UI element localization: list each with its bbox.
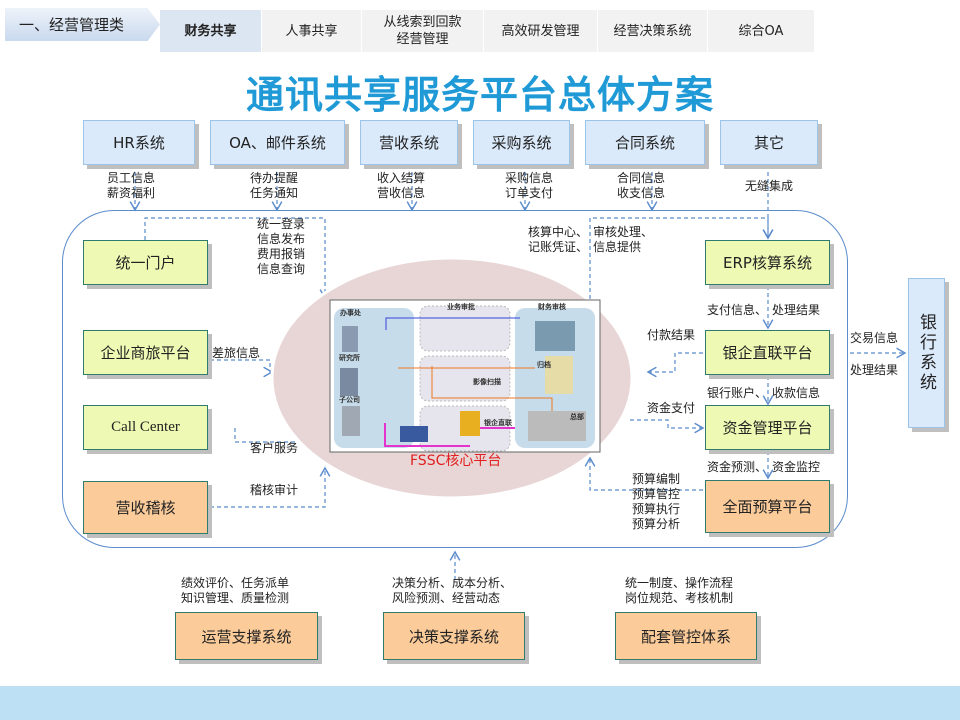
fund-budget-info-left: 资金预测、: [707, 460, 768, 474]
footer-band: [0, 686, 960, 720]
core-part-hq: 总部: [570, 413, 584, 421]
core-part-institute: 研究所: [339, 354, 360, 362]
bank-info-transaction: 交易信息: [850, 331, 899, 345]
other-system: 其它: [720, 120, 818, 165]
bank-info-result: 处理结果: [850, 363, 899, 377]
fssc-core-label: FSSC核心平台: [410, 453, 502, 469]
tab-decision[interactable]: 经营决策系统: [598, 10, 708, 52]
fund-management-platform: 资金管理平台: [705, 405, 830, 450]
fund-budget-info-right: 资金监控: [772, 460, 821, 474]
revenue-audit: 营收稽核: [83, 481, 208, 534]
revenue-system: 营收系统: [360, 120, 458, 165]
travel-info: 差旅信息: [212, 346, 261, 360]
core-part-approval: 业务审批: [447, 303, 475, 311]
tab-oa[interactable]: 综合OA: [708, 10, 815, 52]
call-center: Call Center: [83, 405, 208, 450]
erp-info-right: 审核处理、信息提供: [593, 225, 654, 254]
travel-platform: 企业商旅平台: [83, 330, 208, 375]
contract-system: 合同系统: [585, 120, 705, 165]
control-system: 配套管控体系: [615, 612, 757, 660]
hr-system: HR系统: [83, 120, 195, 165]
budget-platform: 全面预算平台: [705, 480, 830, 533]
oa-info: 待办提醒任务通知: [250, 171, 299, 200]
decision-info: 决策分析、成本分析、风险预测、经营动态: [392, 576, 513, 605]
core-part-scan: 影像扫描: [473, 378, 501, 386]
tab-rd[interactable]: 高效研发管理: [484, 10, 598, 52]
budget-info: 预算编制预算管控预算执行预算分析: [632, 472, 681, 531]
erp-bank-info-right: 处理结果: [772, 303, 821, 317]
revenue-info: 收入结算营收信息: [377, 171, 426, 200]
portal-info: 统一登录信息发布费用报销信息查询: [257, 217, 306, 276]
core-part-finance-review: 财务审核: [538, 303, 566, 311]
page-title: 通讯共享服务平台总体方案: [245, 73, 714, 117]
callcenter-info: 客户服务: [250, 441, 299, 455]
bank-connect-platform: 银企直联平台: [705, 330, 830, 375]
erp-bank-info-left: 支付信息、: [707, 303, 768, 317]
erp-system: ERP核算系统: [705, 240, 830, 285]
decision-support-system: 决策支撑系统: [383, 612, 525, 660]
platform-boundary: [62, 210, 848, 548]
tab-lead-to-cash[interactable]: 从线索到回款经营管理: [362, 10, 484, 52]
bank-system: 银行系统: [908, 278, 945, 428]
category-label[interactable]: 一、经营管理类: [5, 8, 160, 41]
unified-portal: 统一门户: [83, 240, 208, 285]
core-part-subsidiary: 子公司: [339, 396, 360, 404]
core-part-office: 办事处: [340, 309, 361, 317]
bank-fund-info-right: 收款信息: [772, 386, 821, 400]
tab-finance-share[interactable]: 财务共享: [160, 10, 262, 52]
erp-info-left: 核算中心、记账凭证、: [528, 225, 589, 254]
fund-pay: 资金支付: [647, 401, 696, 415]
contract-info: 合同信息收支信息: [617, 171, 666, 200]
purchase-system: 采购系统: [473, 120, 570, 165]
fssc-core-ellipse: [270, 256, 634, 500]
ops-support-system: 运营支撑系统: [175, 612, 318, 660]
bank-fund-info-left: 银行账户、: [707, 386, 768, 400]
purchase-info: 采购信息订单支付: [505, 171, 554, 200]
ops-info: 绩效评价、任务派单知识管理、质量检测: [181, 576, 290, 605]
control-info: 统一制度、操作流程岗位规范、考核机制: [625, 576, 734, 605]
other-info: 无缝集成: [745, 179, 794, 193]
oa-mail-system: OA、邮件系统: [210, 120, 345, 165]
tab-hr-share[interactable]: 人事共享: [262, 10, 362, 52]
core-part-archive: 归档: [537, 361, 551, 369]
audit-info: 稽核审计: [250, 483, 299, 497]
core-part-bank-link: 银企直联: [484, 419, 512, 427]
hr-info: 员工信息薪资福利: [107, 171, 156, 200]
pay-result: 付款结果: [647, 328, 696, 342]
